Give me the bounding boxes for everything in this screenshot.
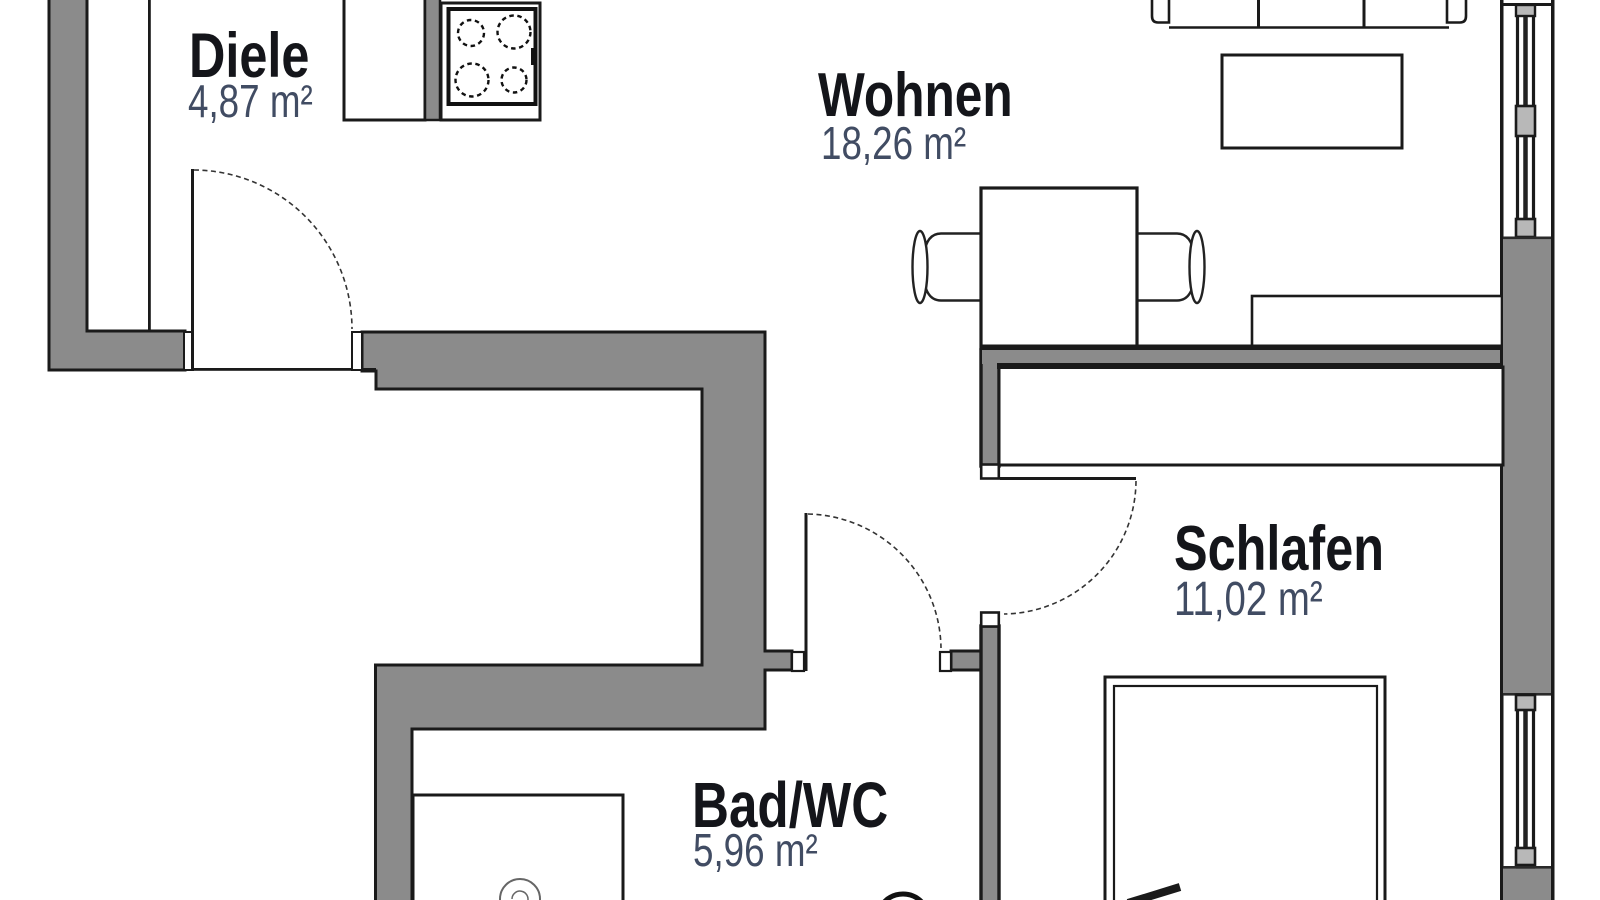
svg-text:Wohnen: Wohnen bbox=[818, 60, 1013, 130]
svg-text:5,96 m²: 5,96 m² bbox=[693, 824, 818, 876]
svg-text:Bad/WC: Bad/WC bbox=[692, 771, 888, 842]
svg-text:11,02 m²: 11,02 m² bbox=[1174, 573, 1323, 626]
svg-text:Diele: Diele bbox=[189, 21, 309, 92]
svg-text:4,87 m²: 4,87 m² bbox=[188, 75, 313, 127]
svg-text:Schlafen: Schlafen bbox=[1174, 514, 1384, 585]
svg-text:18,26 m²: 18,26 m² bbox=[821, 117, 966, 169]
